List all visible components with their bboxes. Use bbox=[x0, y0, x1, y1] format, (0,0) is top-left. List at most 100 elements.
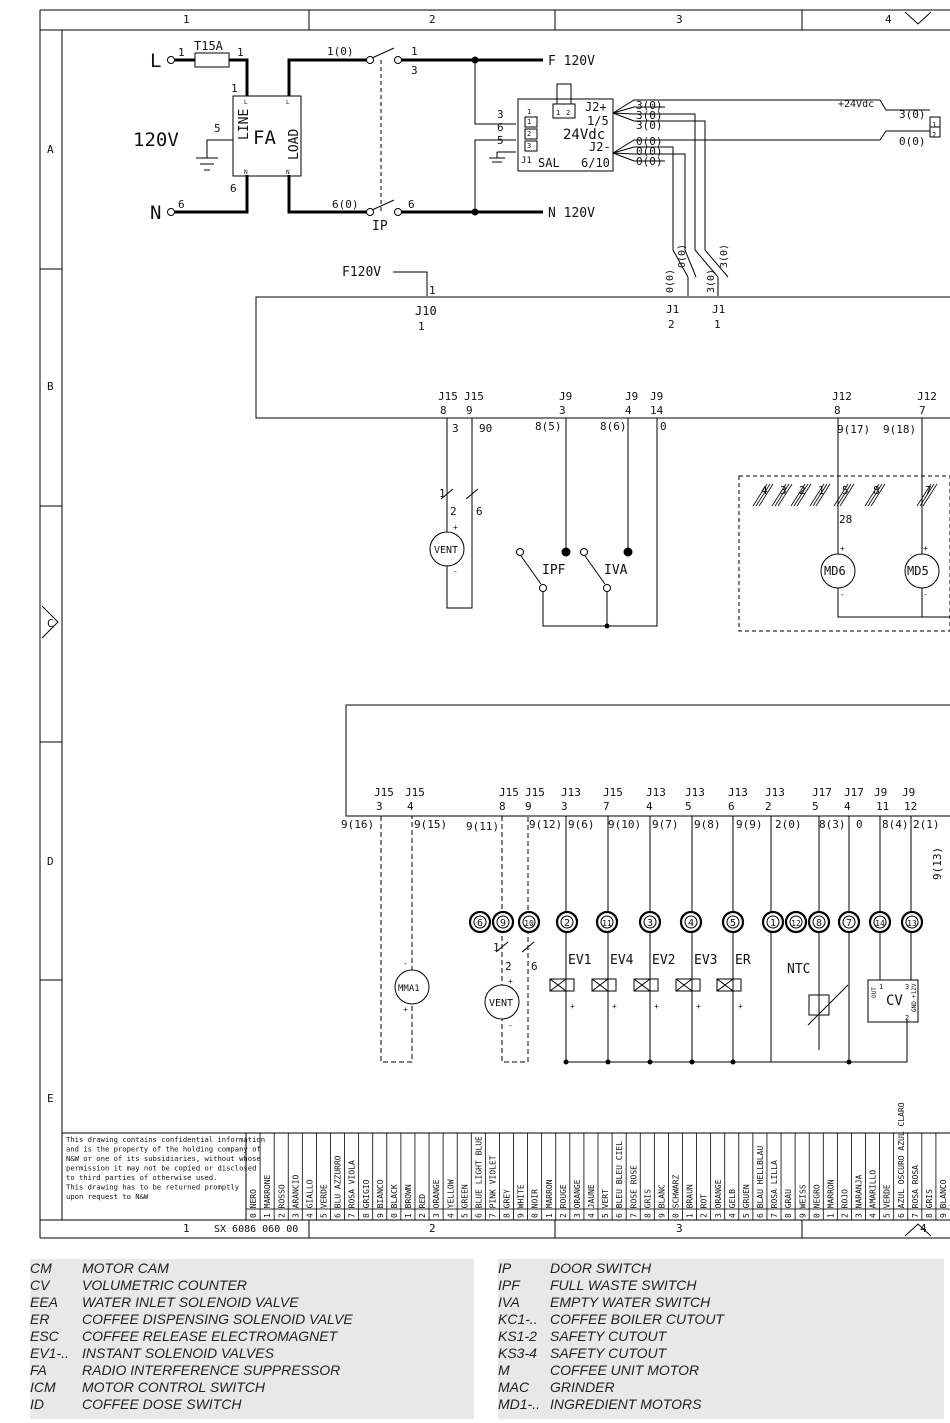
label-ip: IP bbox=[372, 219, 388, 234]
color-code: 7 ROSE ROSE bbox=[629, 1165, 638, 1218]
legend-row: EV1-..INSTANT SOLENOID VALVES bbox=[30, 1344, 474, 1361]
color-code: 5 GREEN bbox=[460, 1184, 469, 1218]
svg-text:2: 2 bbox=[527, 130, 531, 138]
legend-code: EV1-.. bbox=[30, 1344, 69, 1361]
svg-text:1(0): 1(0) bbox=[327, 45, 354, 58]
color-code: 3 NARANJA bbox=[855, 1174, 864, 1218]
svg-text:9(15): 9(15) bbox=[414, 818, 447, 831]
svg-text:9(17): 9(17) bbox=[837, 423, 870, 436]
svg-text:1: 1 bbox=[527, 108, 531, 116]
svg-text:6(0): 6(0) bbox=[332, 198, 359, 211]
color-code: 3 ORANGE bbox=[714, 1179, 723, 1218]
svg-text:J13: J13 bbox=[728, 786, 748, 799]
label-cv: CV bbox=[886, 993, 903, 1009]
legend-code: CM bbox=[30, 1259, 52, 1276]
svg-text:4: 4 bbox=[646, 800, 653, 813]
legend-code: ID bbox=[30, 1395, 44, 1412]
svg-text:9(13): 9(13) bbox=[931, 847, 944, 880]
svg-text:8: 8 bbox=[834, 404, 841, 417]
color-code: 8 GRAU bbox=[784, 1189, 793, 1218]
svg-text:8: 8 bbox=[499, 800, 506, 813]
svg-text:5: 5 bbox=[497, 134, 504, 147]
legend-desc: GRINDER bbox=[550, 1378, 615, 1395]
svg-text:-: - bbox=[923, 590, 928, 599]
col-2: 2 bbox=[429, 13, 436, 26]
color-code: 7 ROSA ROSA bbox=[911, 1165, 920, 1218]
svg-text:J13: J13 bbox=[765, 786, 785, 799]
svg-text:3(0): 3(0) bbox=[719, 244, 730, 268]
color-code: 0 SCHWARZ bbox=[672, 1174, 681, 1218]
color-code: 6 AZUL OSCURO AZUL CLARO bbox=[897, 1102, 906, 1218]
svg-text:8(6): 8(6) bbox=[600, 420, 627, 433]
color-code: 3 ORANGE bbox=[432, 1179, 441, 1218]
svg-text:1: 1 bbox=[932, 121, 936, 129]
svg-text:0: 0 bbox=[856, 818, 863, 831]
svg-text:2: 2 bbox=[932, 131, 936, 139]
svg-text:3(0): 3(0) bbox=[636, 109, 663, 122]
svg-text:90: 90 bbox=[479, 422, 492, 435]
legend-desc: COFFEE UNIT MOTOR bbox=[550, 1361, 700, 1378]
svg-text:1: 1 bbox=[527, 118, 531, 126]
footer-code: SX 6086 060 00 bbox=[214, 1224, 298, 1235]
svg-text:+: + bbox=[654, 1002, 659, 1011]
svg-text:7: 7 bbox=[925, 484, 932, 497]
label-j1: J1 bbox=[521, 156, 532, 166]
color-code: 5 VERDE bbox=[320, 1184, 329, 1218]
legend-desc: FULL WASTE SWITCH bbox=[550, 1276, 697, 1293]
svg-text:J15: J15 bbox=[464, 390, 484, 403]
color-code: 5 VERDE bbox=[883, 1184, 892, 1218]
color-code: 3 ARANCIO bbox=[291, 1174, 300, 1218]
legend-desc: SAFETY CUTOUT bbox=[550, 1327, 667, 1344]
svg-text:1: 1 bbox=[493, 941, 500, 954]
label-L: L bbox=[150, 50, 161, 72]
svg-text:3: 3 bbox=[561, 800, 568, 813]
svg-text:2: 2 bbox=[668, 318, 675, 331]
svg-text:3: 3 bbox=[780, 484, 787, 497]
row-a: A bbox=[47, 143, 54, 156]
svg-text:0(0): 0(0) bbox=[636, 155, 663, 168]
color-code: 9 BIANCO bbox=[376, 1179, 385, 1218]
color-code: 1 BRAUN bbox=[686, 1184, 695, 1218]
svg-text:8(5): 8(5) bbox=[535, 420, 562, 433]
color-code: 2 RED bbox=[418, 1194, 427, 1218]
legend-desc: MOTOR CONTROL SWITCH bbox=[82, 1378, 266, 1395]
svg-text:L: L bbox=[244, 99, 248, 106]
label-6-10: 6/10 bbox=[581, 156, 610, 170]
svg-text:6: 6 bbox=[230, 182, 237, 195]
svg-text:0(0): 0(0) bbox=[636, 145, 663, 158]
legend-row: MD1-..INGREDIENT MOTORS bbox=[498, 1395, 944, 1412]
legend-code: EEA bbox=[30, 1293, 59, 1310]
col-1: 1 bbox=[183, 13, 190, 26]
legend-code: IVA bbox=[498, 1293, 520, 1310]
label-ev1: EV1 bbox=[568, 953, 591, 968]
svg-text:8: 8 bbox=[873, 484, 880, 497]
svg-text:J9: J9 bbox=[902, 786, 915, 799]
confidential-line: This drawing has to be returned promptly bbox=[66, 1183, 240, 1192]
svg-text:J9: J9 bbox=[625, 390, 638, 403]
row-d: D bbox=[47, 855, 54, 868]
legend-code: MAC bbox=[498, 1378, 530, 1395]
connector-bubble: 2 bbox=[564, 918, 570, 929]
svg-text:-: - bbox=[840, 590, 845, 599]
label-cv-out: OUT bbox=[871, 987, 878, 998]
svg-text:J1: J1 bbox=[666, 303, 679, 316]
svg-text:J15: J15 bbox=[374, 786, 394, 799]
svg-text:0(0): 0(0) bbox=[677, 244, 688, 268]
svg-text:3(0): 3(0) bbox=[899, 108, 926, 121]
col-4: 4 bbox=[885, 13, 892, 26]
svg-text:2: 2 bbox=[765, 800, 772, 813]
svg-text:J13: J13 bbox=[685, 786, 705, 799]
svg-text:6: 6 bbox=[497, 121, 504, 134]
svg-text:1: 1 bbox=[411, 45, 418, 58]
label-N: N bbox=[150, 202, 161, 224]
legend-code: FA bbox=[30, 1361, 47, 1378]
svg-text:9(18): 9(18) bbox=[883, 423, 916, 436]
svg-text:J15: J15 bbox=[405, 786, 425, 799]
confidential-line: This drawing contains confidential infor… bbox=[66, 1135, 265, 1144]
